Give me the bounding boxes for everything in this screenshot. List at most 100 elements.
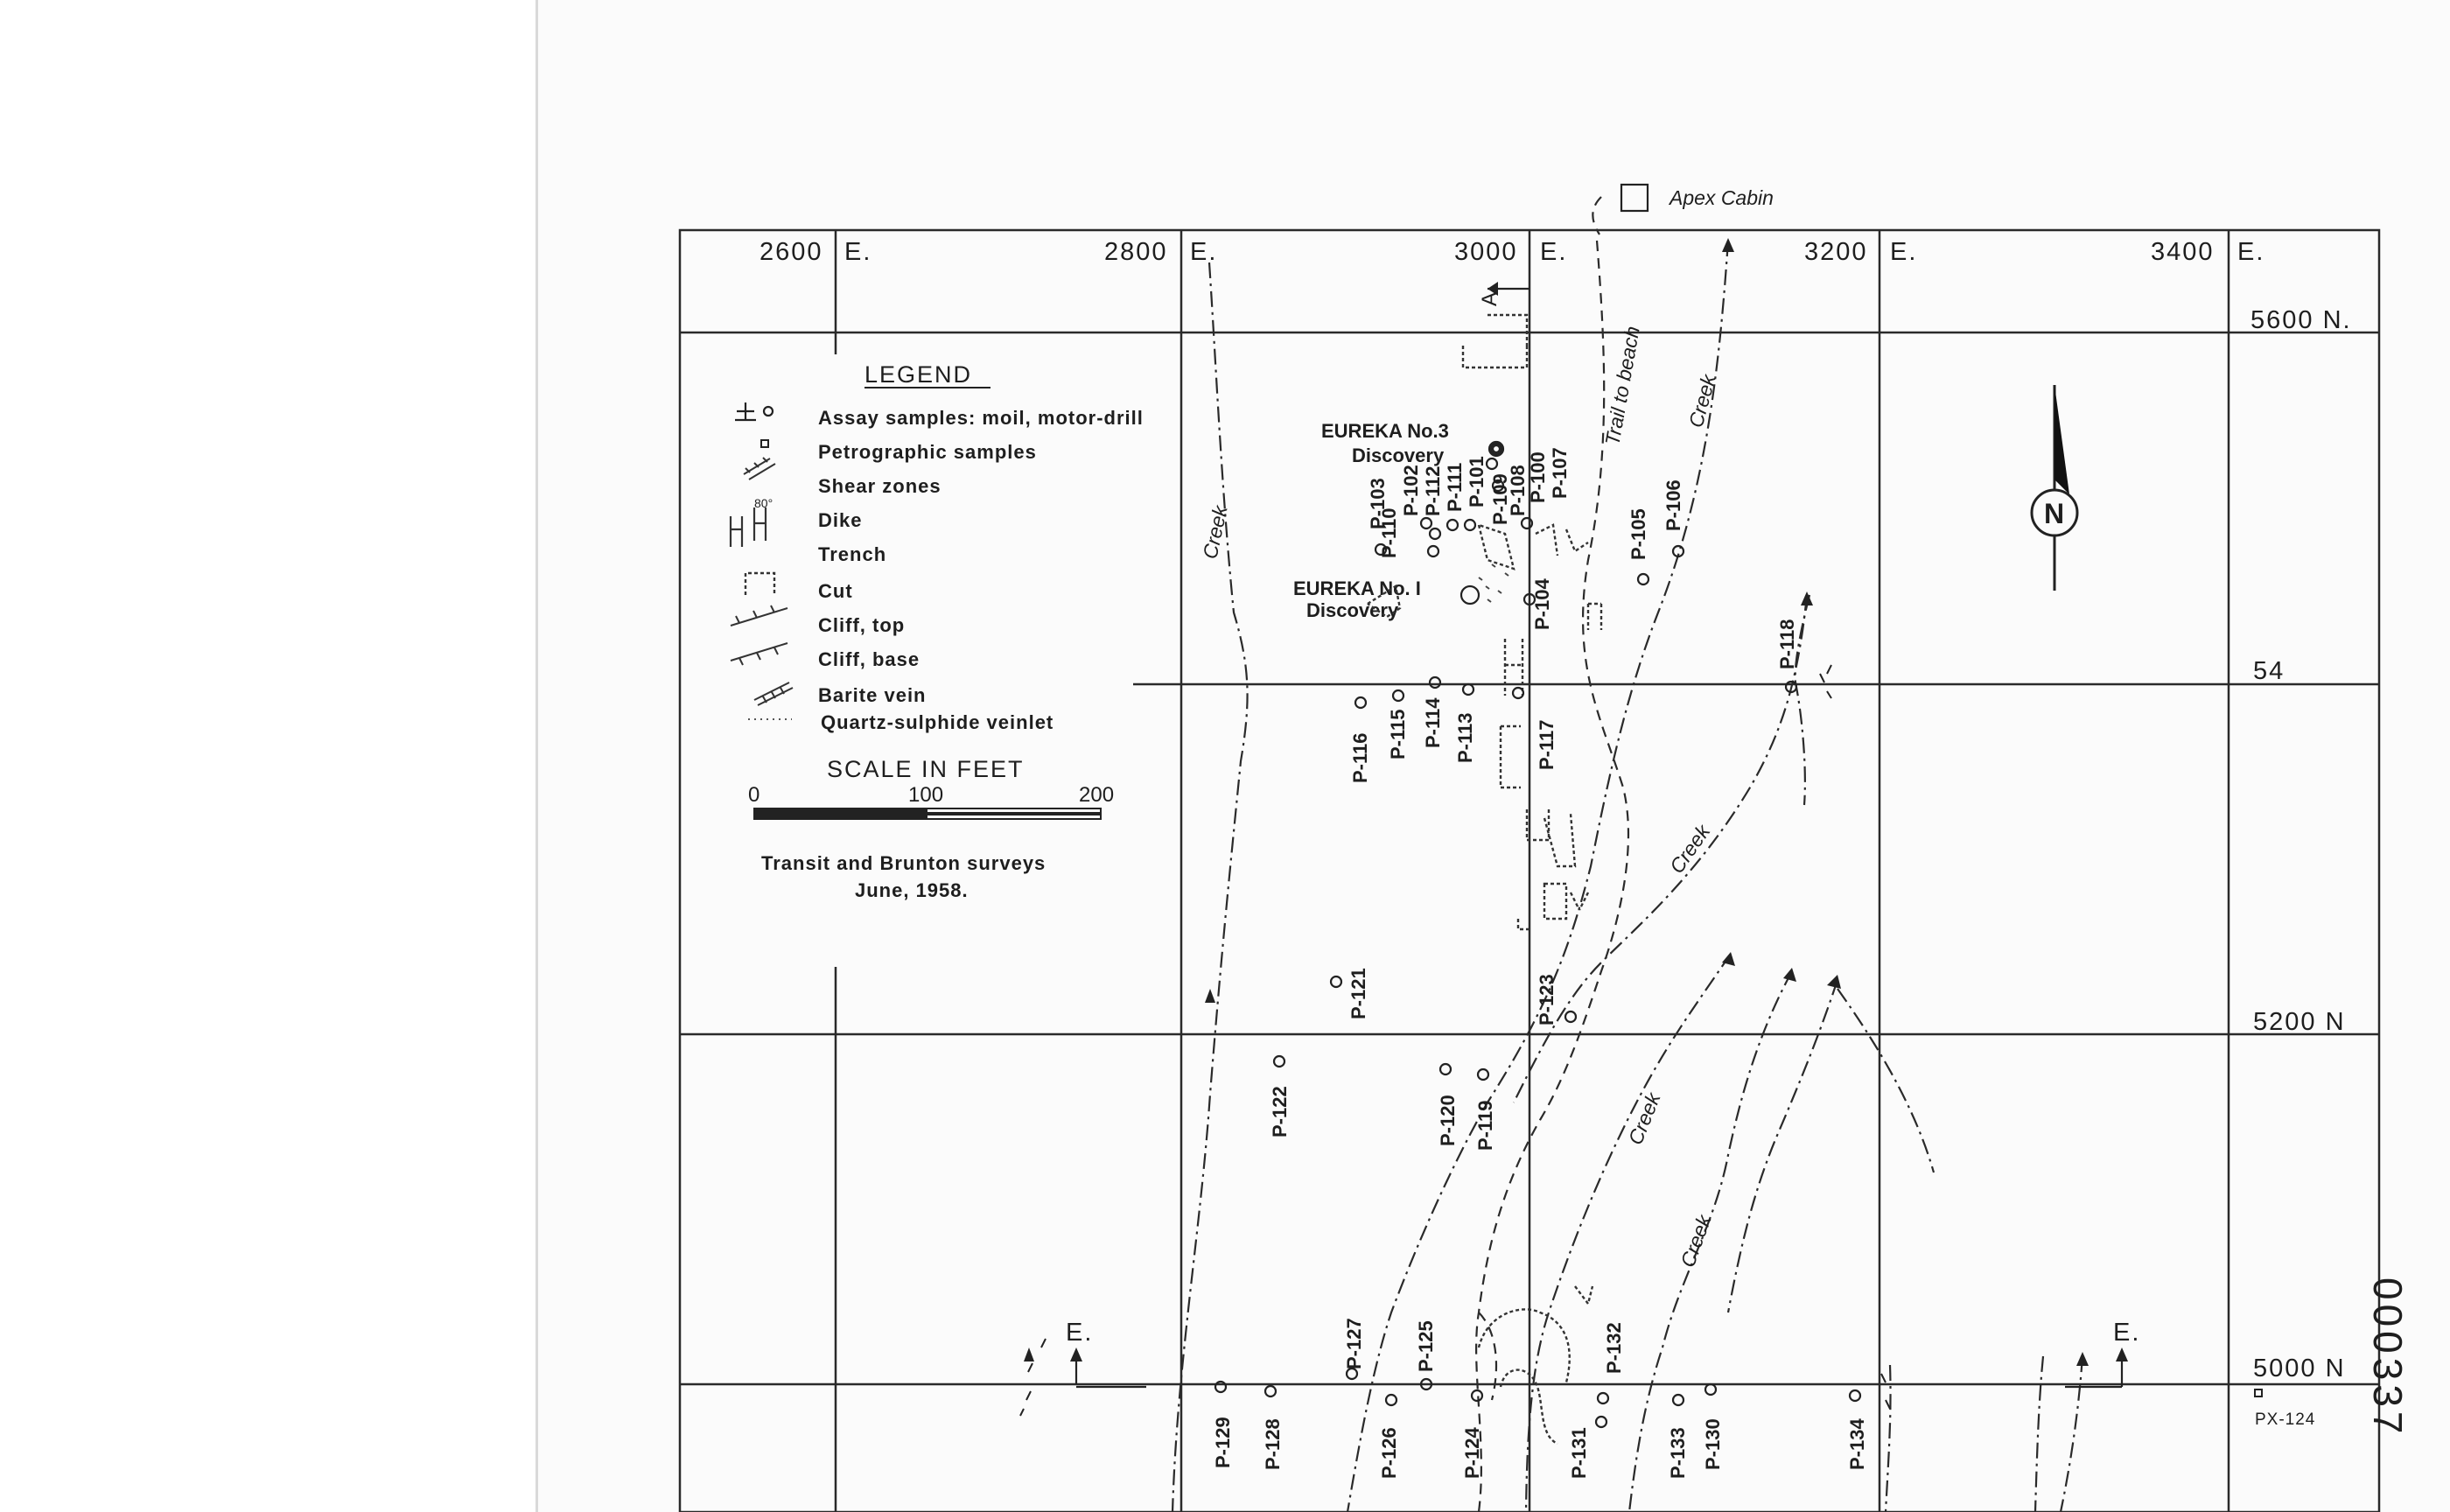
easting-2600-e: E. <box>844 238 872 266</box>
sample-marker <box>1419 516 1433 530</box>
legend-item-trench: Trench <box>818 543 886 565</box>
sample-label: P-108 <box>1507 465 1529 516</box>
sample-marker <box>1671 544 1685 558</box>
scale-tick-100: 100 <box>908 783 943 807</box>
sample-label: P-128 <box>1262 1418 1284 1470</box>
sample-label: P-121 <box>1348 968 1369 1019</box>
sample-label: P-130 <box>1702 1418 1724 1470</box>
cut-south <box>1574 1285 1594 1306</box>
sample-marker <box>1470 1389 1484 1403</box>
sample-label: P-129 <box>1212 1417 1234 1468</box>
scale-bar <box>753 808 1102 820</box>
sample-label: P-106 <box>1662 480 1684 531</box>
legend-item-petrographic: Petrographic samples <box>818 441 1037 463</box>
dike-symbol-a <box>1503 639 1524 696</box>
easting-3400: 3400 <box>2151 238 2215 266</box>
northing-5200: 5200 N <box>2253 1008 2346 1036</box>
px124-marker: PX-124 <box>2254 1389 2314 1429</box>
creek-lower-d <box>1837 988 1936 1173</box>
survey-date: June, 1958. <box>855 879 969 901</box>
sample-marker <box>1704 1382 1718 1396</box>
sample-marker <box>1636 572 1650 586</box>
trail-to-beach <box>1475 240 1630 1512</box>
trench-cluster-c <box>1564 528 1589 553</box>
sample-marker <box>1384 1393 1398 1407</box>
sample-label: P-109 <box>1489 473 1511 525</box>
trench-cluster-b <box>1535 523 1559 556</box>
legend-symbol-barite <box>753 682 794 706</box>
northing-labels: 5600 N. 54 5200 N 5000 N <box>2250 306 2350 1382</box>
legend-item-barite: Barite vein <box>818 684 927 706</box>
workings-ring <box>1460 584 1480 606</box>
section-e-east-label: E. <box>2113 1319 2140 1347</box>
sample-marker <box>1438 1062 1452 1076</box>
legend-item-cliff-base: Cliff, base <box>818 648 920 670</box>
trench-north-b <box>1488 313 1529 346</box>
sample-marker <box>1446 518 1460 532</box>
sample-marker <box>1419 1377 1433 1391</box>
petrographic-sample-108-a <box>1488 440 1505 458</box>
sample-marker <box>1461 682 1475 696</box>
apex-cabin: Apex Cabin <box>1592 183 1774 235</box>
legend-item-shear: Shear zones <box>818 475 942 497</box>
sample-label: P-111 <box>1444 463 1466 512</box>
legend: LEGEND 80° Assay samples: moil, motor-dr… <box>729 361 1144 901</box>
easting-labels: 2600 E. 2800 E. 3000 E. 3200 E. 3400 E. <box>760 238 2263 266</box>
sample-marker <box>1520 516 1534 530</box>
sample-marker <box>1428 527 1442 541</box>
legend-item-cut: Cut <box>818 580 853 602</box>
scanned-map-sheet <box>536 0 2450 1512</box>
sample-points: P-100P-101P-102P-103P-104P-105P-106P-107… <box>1212 442 1868 1479</box>
trench-cluster-d <box>1586 602 1603 630</box>
flow-arrows <box>1019 238 2089 1417</box>
sample-marker <box>1329 975 1343 989</box>
easting-3000: 3000 <box>1454 238 1518 266</box>
creek-se-b <box>2059 1355 2084 1512</box>
sample-label: P-122 <box>1269 1086 1291 1138</box>
scale-tick-0: 0 <box>748 783 760 807</box>
trench-lower-b <box>1543 813 1577 868</box>
discovery-labels: EUREKA No.3 Discovery EUREKA No. I Disco… <box>1293 420 1449 621</box>
sample-marker <box>1522 592 1536 606</box>
northing-5400: 54 <box>2253 657 2285 685</box>
legend-symbol-cliff-base <box>730 642 788 666</box>
easting-2800-e: E. <box>1190 238 1217 266</box>
cut-lower <box>1516 919 1531 931</box>
sample-label: P-113 <box>1454 713 1476 764</box>
sample-label: P-116 <box>1349 733 1371 784</box>
sample-label: P-126 <box>1378 1427 1400 1479</box>
sample-marker <box>1374 542 1388 556</box>
creek-branch-a <box>1513 594 1809 1103</box>
sample-marker <box>1596 1391 1610 1405</box>
sample-label: P-101 <box>1466 456 1488 508</box>
sample-marker <box>1426 544 1440 558</box>
stamp-number: 000337 <box>2365 1278 2411 1438</box>
shear-zone-stipple <box>1478 564 1509 603</box>
legend-symbols: 80° <box>729 402 794 720</box>
trench-cluster-a <box>1477 523 1516 570</box>
sample-marker <box>1489 442 1503 456</box>
sample-label: P-133 <box>1667 1427 1689 1479</box>
apex-cabin-label: Apex Cabin <box>1668 186 1774 209</box>
legend-item-veinlet: Quartz-sulphide veinlet <box>821 711 1054 733</box>
map-grid <box>678 228 2381 1512</box>
cliff-stipple-b <box>1499 1368 1558 1446</box>
sample-marker <box>1345 1367 1359 1381</box>
section-a-marker: A <box>1478 282 1530 306</box>
sample-marker <box>1594 1415 1608 1429</box>
workings <box>1367 313 1603 1446</box>
sample-marker <box>1354 696 1368 710</box>
sample-label: P-104 <box>1531 578 1553 630</box>
sample-label: P-123 <box>1536 974 1558 1026</box>
trench-lower-a <box>1525 809 1550 842</box>
legend-item-assay: Assay samples: moil, motor-drill <box>818 407 1144 429</box>
sample-marker <box>1391 689 1405 703</box>
sample-marker <box>1428 676 1442 690</box>
north-arrow: N <box>2030 385 2079 591</box>
trench-middle <box>1499 724 1521 789</box>
north-arrow-label: N <box>2044 498 2064 529</box>
legend-dip-label: 80° <box>754 496 773 510</box>
legend-symbol-petrographic <box>760 439 769 448</box>
west-creek <box>1171 262 1249 1512</box>
